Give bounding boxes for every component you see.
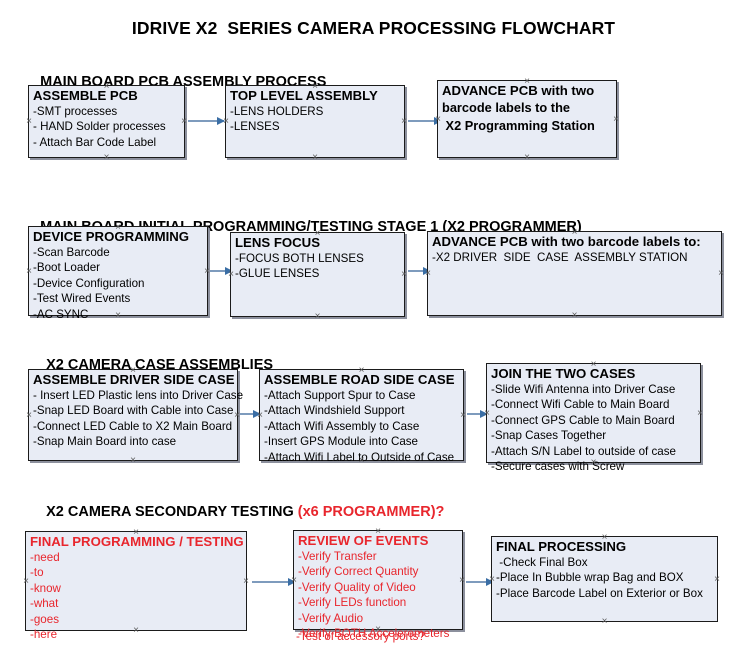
- node-lens-focus[interactable]: LENS FOCUS -FOCUS BOTH LENSES -GLUE LENS…: [230, 232, 405, 317]
- arrow-final-programming-to-review-of-events: [252, 577, 296, 586]
- node-line: -Attach Support Spur to Case: [264, 389, 416, 402]
- node-title: FINAL PROGRAMMING / TESTING: [30, 534, 244, 549]
- node-line: - Insert LED Plastic lens into Driver Ca…: [33, 389, 244, 402]
- node-line: -Attach Windshield Support: [264, 404, 405, 418]
- node-assemble-driver-side-case[interactable]: ASSEMBLE DRIVER SIDE CASE - Insert LED P…: [28, 369, 244, 461]
- node-device-programming[interactable]: DEVICE PROGRAMMING -Scan Barcode -Boot L…: [28, 226, 208, 321]
- node-line: -know: [30, 581, 61, 595]
- node-line: -goes: [30, 612, 60, 626]
- node-final-programming-testing[interactable]: FINAL PROGRAMMING / TESTING -need -to -k…: [25, 531, 247, 641]
- node-line: -Snap LED Board with Cable into Case: [33, 404, 234, 418]
- node-line: -Connect Wifi Cable to Main Board: [491, 398, 670, 412]
- node-title: LENS FOCUS: [235, 235, 320, 250]
- node-line: -Scan Barcode: [33, 246, 110, 259]
- arrow-review-of-events-to-final-processing: [466, 577, 494, 586]
- node-line: -Slide Wifi Antenna into Driver Case: [491, 383, 676, 396]
- node-line: -Device Configuration: [33, 276, 145, 290]
- node-line: -Connect GPS Cable to Main Board: [491, 413, 675, 427]
- node-line: -Snap Cases Together: [491, 429, 607, 443]
- node-line-overflow-test-of-accessory-ports: -Test of accessory ports?: [296, 630, 425, 643]
- connection-handle-bottom[interactable]: [570, 311, 579, 320]
- node-line: -Attach Wifi Label to Outside of Case: [264, 450, 455, 464]
- connection-handle-bottom[interactable]: [313, 312, 322, 321]
- node-line: -AC SYNC: [33, 307, 89, 321]
- section-heading-secondary-testing: X2 CAMERA SECONDARY TESTING (x6 PROGRAMM…: [30, 488, 444, 536]
- node-title: DEVICE PROGRAMMING: [33, 229, 190, 244]
- node-title: JOIN THE TWO CASES: [491, 366, 636, 381]
- node-line: -X2 DRIVER SIDE CASE ASSEMBLY STATION: [432, 251, 688, 264]
- node-line: -Check Final Box: [496, 556, 588, 569]
- node-line: X2 Programming Station: [442, 117, 595, 133]
- node-title: ASSEMBLE ROAD SIDE CASE: [264, 372, 455, 387]
- node-line: -Place Barcode Label on Exterior or Box: [496, 586, 703, 600]
- arrow-driver-side-to-road-side: [240, 409, 261, 418]
- connection-handle-bottom[interactable]: [129, 456, 138, 465]
- section-heading-text: X2 CAMERA SECONDARY TESTING: [46, 504, 298, 520]
- connection-handle-bottom[interactable]: [102, 153, 111, 162]
- connection-handle-bottom[interactable]: [600, 617, 609, 626]
- node-line: -Attach Wifi Assembly to Case: [264, 419, 420, 433]
- node-line: -Verify Transfer: [298, 550, 377, 563]
- connection-handle-bottom[interactable]: [311, 153, 320, 162]
- connection-handle-right[interactable]: [717, 269, 726, 278]
- node-title: ASSEMBLE DRIVER SIDE CASE: [33, 372, 235, 387]
- node-line: -SMT processes: [33, 105, 118, 118]
- node-review-of-events[interactable]: REVIEW OF EVENTS -Verify Transfer -Verif…: [293, 530, 463, 640]
- arrow-assemble-pcb-to-top-level-assembly: [188, 116, 225, 125]
- node-join-the-two-cases[interactable]: JOIN THE TWO CASES -Slide Wifi Antenna i…: [486, 363, 701, 473]
- connection-handle-bottom[interactable]: [523, 153, 532, 162]
- node-line: -Place In Bubble wrap Bag and BOX: [496, 571, 684, 585]
- node-line: -Attach S/N Label to outside of case: [491, 444, 676, 458]
- section-heading-accent-text: (x6 PROGRAMMER)?: [297, 504, 445, 520]
- node-line: -Verify BOTH Accelerometers: [298, 627, 450, 641]
- node-line: - HAND Solder processes: [33, 120, 166, 134]
- node-line: -LENSES: [230, 120, 280, 134]
- node-title: TOP LEVEL ASSEMBLY: [230, 88, 378, 103]
- node-line: -Verify LEDs function: [298, 596, 407, 610]
- node-line: - Attach Bar Code Label: [33, 135, 157, 149]
- node-line: -Secure cases with Screw: [491, 460, 625, 474]
- node-title: REVIEW OF EVENTS: [298, 533, 429, 548]
- node-line: -here: [30, 628, 58, 642]
- node-line: barcode labels to the: [442, 100, 571, 115]
- node-title: ADVANCE PCB with two: [442, 83, 595, 98]
- node-title: ADVANCE PCB with two barcode labels to:: [432, 234, 701, 249]
- page-title: IDRIVE X2 SERIES CAMERA PROCESSING FLOWC…: [131, 18, 616, 38]
- node-line: -Insert GPS Module into Case: [264, 435, 419, 449]
- node-line: -GLUE LENSES: [235, 267, 320, 281]
- node-line: -Verify Correct Quantity: [298, 565, 419, 579]
- node-line: -need: [30, 551, 60, 564]
- node-line: -to: [30, 566, 44, 580]
- node-line: -Snap Main Board into case: [33, 435, 177, 449]
- node-final-processing[interactable]: FINAL PROCESSING -Check Final Box -Place…: [491, 536, 718, 622]
- node-line: -FOCUS BOTH LENSES: [235, 252, 364, 265]
- node-title: FINAL PROCESSING: [496, 539, 627, 554]
- node-line: -LENS HOLDERS: [230, 105, 324, 118]
- node-line: -Connect LED Cable to X2 Main Board: [33, 419, 233, 433]
- node-line: -Test Wired Events: [33, 292, 131, 306]
- node-line: -Verify Quality of Video: [298, 580, 416, 594]
- node-line: -what: [30, 597, 59, 611]
- arrow-road-side-to-join-cases: [467, 409, 488, 418]
- node-advance-pcb-to-programming-station[interactable]: ADVANCE PCB with two barcode labels to t…: [437, 80, 617, 158]
- node-assemble-road-side-case[interactable]: ASSEMBLE ROAD SIDE CASE -Attach Support …: [259, 369, 464, 464]
- node-advance-pcb-to-driver-side-case[interactable]: ADVANCE PCB with two barcode labels to: …: [427, 231, 722, 316]
- node-line: -Verify Audio: [298, 611, 364, 625]
- node-assemble-pcb[interactable]: ASSEMBLE PCB -SMT processes - HAND Solde…: [28, 85, 185, 158]
- node-top-level-assembly[interactable]: TOP LEVEL ASSEMBLY -LENS HOLDERS -LENSES: [225, 85, 405, 158]
- arrow-device-programming-to-lens-focus: [210, 266, 233, 275]
- node-title: ASSEMBLE PCB: [33, 88, 138, 103]
- node-line: -Boot Loader: [33, 261, 101, 275]
